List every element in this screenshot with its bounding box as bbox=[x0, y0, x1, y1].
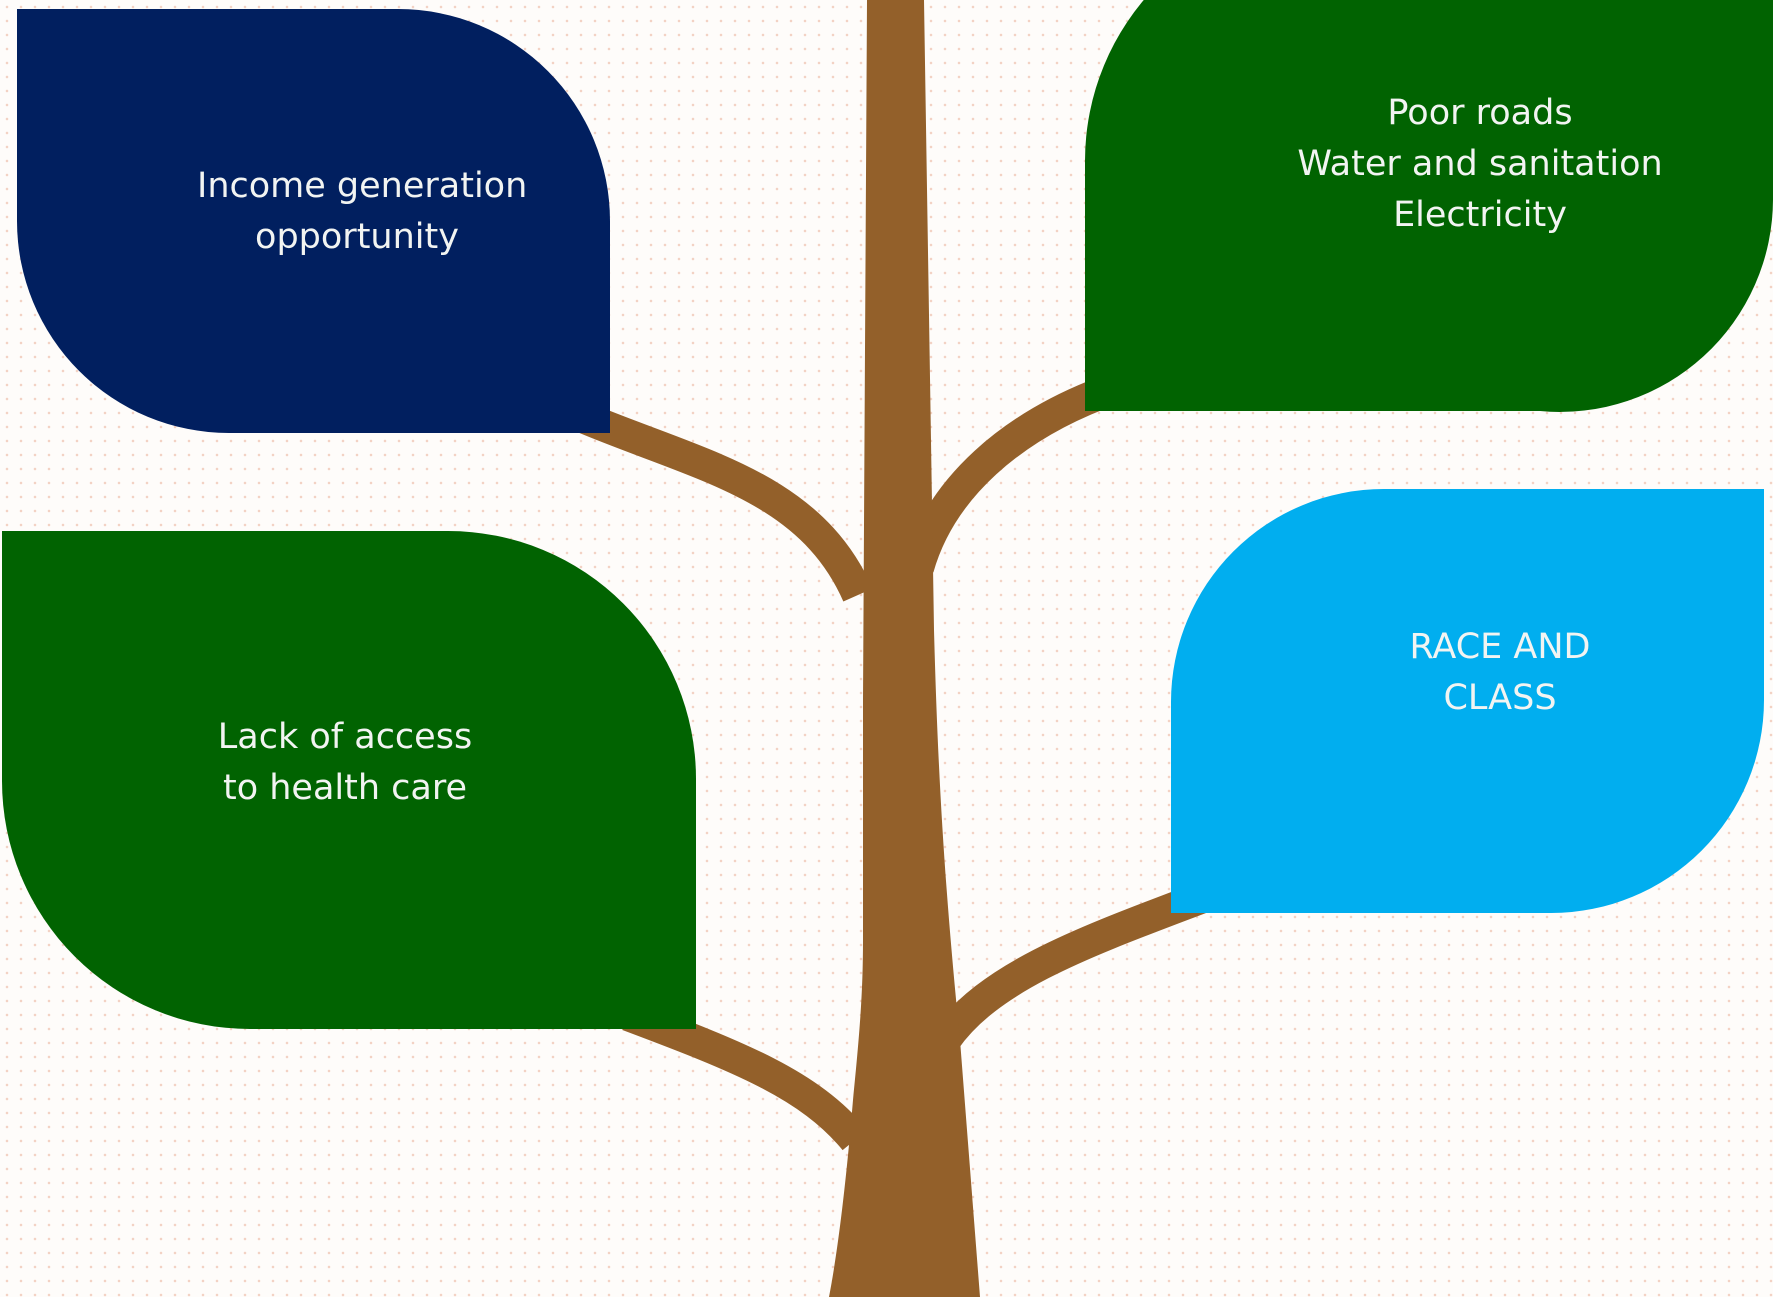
leaf-label-health-care: Lack of access to health care bbox=[200, 712, 490, 814]
leaf-infrastructure bbox=[1085, 0, 1773, 412]
leaf-label-line: opportunity bbox=[255, 217, 459, 257]
branch-upper-right bbox=[902, 372, 1121, 573]
leaf-label-line: Poor roads bbox=[1387, 93, 1573, 133]
leaf-label-line: Income generation bbox=[197, 166, 528, 206]
branch-lower-left bbox=[622, 1000, 868, 1151]
leaf-label-line: to health care bbox=[222, 768, 468, 808]
leaf-label-income-generation: Income generation opportunity bbox=[197, 161, 528, 263]
leaf-label-infrastructure: Poor roads Water and sanitation Electric… bbox=[1290, 88, 1670, 241]
branch-upper-left bbox=[578, 403, 873, 602]
leaf-label-line: Lack of access bbox=[217, 717, 473, 757]
tree-trunk bbox=[829, 0, 980, 1297]
leaf-label-line: RACE AND bbox=[1409, 627, 1591, 667]
leaf-income-generation bbox=[17, 9, 610, 433]
leaf-label-line: Water and sanitation bbox=[1297, 144, 1663, 184]
leaf-label-race-and-class: RACE AND CLASS bbox=[1390, 622, 1610, 724]
branch-lower-right bbox=[931, 882, 1209, 1050]
leaf-health-care bbox=[2, 531, 696, 1029]
leaf-label-line: CLASS bbox=[1443, 678, 1557, 718]
leaf-label-line: Electricity bbox=[1393, 195, 1567, 235]
leaf-race-and-class bbox=[1171, 489, 1764, 913]
